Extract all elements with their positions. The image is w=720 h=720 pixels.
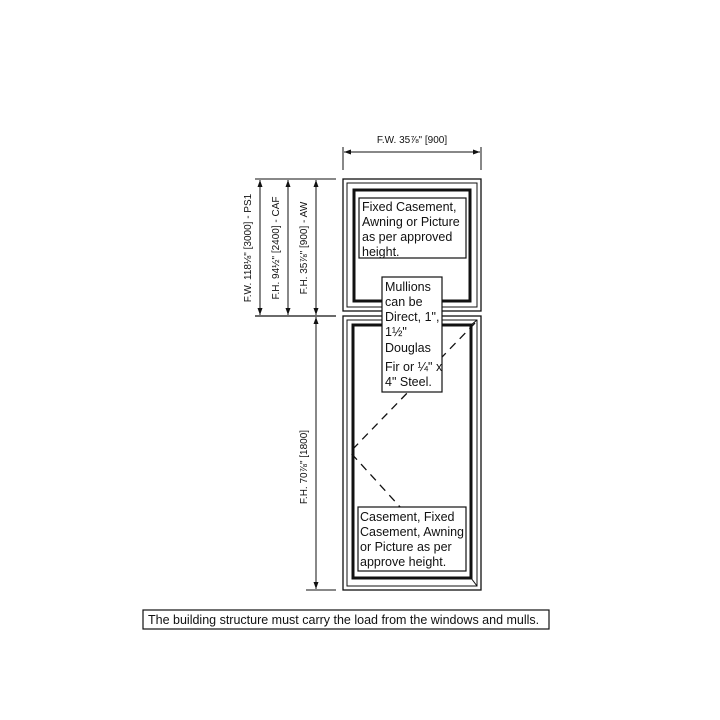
- svg-text:Direct, 1",: Direct, 1",: [385, 310, 439, 324]
- bottom-window-note: Casement, Fixed Casement, Awning or Pict…: [357, 506, 467, 572]
- top-width-label: F.W. 35⅞" [900]: [377, 135, 447, 146]
- height-dimensions: F.W. 118⅛" [3000] - PS1 F.H. 94½" [2400]…: [243, 178, 336, 591]
- svg-text:1½": 1½": [385, 325, 407, 339]
- svg-text:Casement, Fixed: Casement, Fixed: [360, 510, 455, 524]
- svg-text:can be: can be: [385, 295, 423, 309]
- svg-text:Douglas: Douglas: [385, 341, 431, 355]
- footer-note: The building structure must carry the lo…: [142, 609, 550, 630]
- ps1-width-label: F.W. 118⅛" [3000] - PS1: [243, 193, 254, 302]
- bottom-height-label: F.H. 70⅞" [1800]: [299, 430, 310, 504]
- svg-text:4" Steel.: 4" Steel.: [385, 375, 432, 389]
- mullions-note: Mullions can be Direct, 1", 1½" Douglas …: [381, 276, 443, 393]
- svg-text:Awning or Picture: Awning or Picture: [362, 215, 460, 229]
- svg-text:Fir or ¼" x: Fir or ¼" x: [385, 360, 443, 374]
- svg-text:Fixed Casement,: Fixed Casement,: [362, 200, 456, 214]
- svg-text:approve height.: approve height.: [360, 555, 446, 569]
- aw-height-label: F.H. 35⅞" [900] - AW: [299, 201, 310, 294]
- caf-height-label: F.H. 94½" [2400] - CAF: [271, 196, 282, 299]
- svg-text:as per approved: as per approved: [362, 230, 452, 244]
- svg-text:Mullions: Mullions: [385, 280, 431, 294]
- svg-text:The building structure must ca: The building structure must carry the lo…: [148, 613, 539, 627]
- top-width-dimension: F.W. 35⅞" [900]: [342, 135, 482, 170]
- top-window-note: Fixed Casement, Awning or Picture as per…: [358, 197, 467, 259]
- svg-text:height.: height.: [362, 245, 400, 259]
- svg-text:or Picture as per: or Picture as per: [360, 540, 452, 554]
- svg-text:Casement, Awning: Casement, Awning: [360, 525, 464, 539]
